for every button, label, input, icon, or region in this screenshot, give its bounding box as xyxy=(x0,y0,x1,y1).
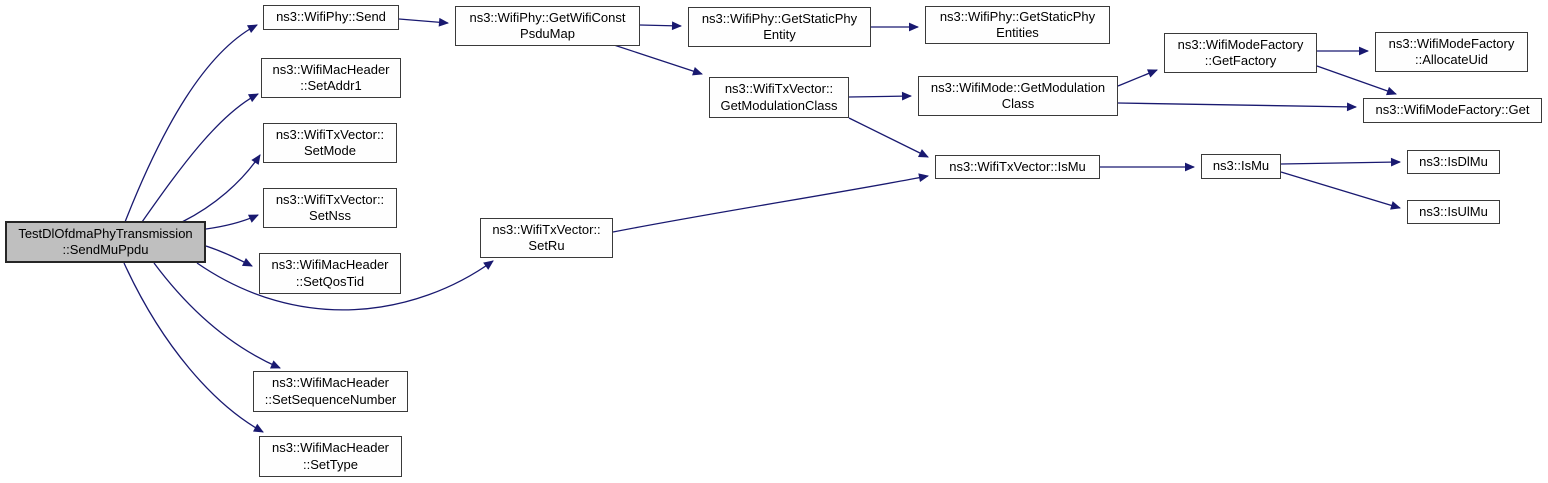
node-label: ns3::WifiMode::GetModulation Class xyxy=(930,79,1106,112)
node-wifimodefactory-get-factory[interactable]: ns3::WifiModeFactory ::GetFactory xyxy=(1164,33,1317,73)
node-label: ns3::WifiMacHeader ::SetAddr1 xyxy=(272,61,390,94)
node-is-ul-mu[interactable]: ns3::IsUlMu xyxy=(1407,200,1500,224)
node-label: ns3::WifiTxVector:: GetModulationClass xyxy=(720,81,838,113)
node-wifimacheader-set-sequence-number[interactable]: ns3::WifiMacHeader ::SetSequenceNumber xyxy=(253,371,408,412)
node-is-mu[interactable]: ns3::IsMu xyxy=(1201,154,1281,179)
edge-root-set-addr1 xyxy=(141,93,259,223)
node-wifimodefactory-allocate-uid[interactable]: ns3::WifiModeFactory ::AllocateUid xyxy=(1375,32,1528,72)
node-wifitxvector-set-nss[interactable]: ns3::WifiTxVector:: SetNss xyxy=(263,188,397,228)
node-wifiphy-get-static-phy-entity[interactable]: ns3::WifiPhy::GetStaticPhy Entity xyxy=(688,7,871,47)
node-label: ns3::WifiPhy::Send xyxy=(276,9,386,25)
node-label: ns3::WifiModeFactory ::GetFactory xyxy=(1177,36,1304,69)
node-label: ns3::WifiMacHeader ::SetQosTid xyxy=(271,257,389,289)
node-wifimacheader-set-addr1[interactable]: ns3::WifiMacHeader ::SetAddr1 xyxy=(261,58,401,98)
node-wifitxvector-set-mode[interactable]: ns3::WifiTxVector:: SetMode xyxy=(263,123,397,163)
edge-root-set-sequence-number xyxy=(153,262,281,369)
node-wifiphy-get-wifi-const-psdu-map[interactable]: ns3::WifiPhy::GetWifiConst PsduMap xyxy=(455,6,640,46)
edge-psdu-map-txvector-get-modulation-class xyxy=(613,44,703,76)
node-wifitxvector-is-mu[interactable]: ns3::WifiTxVector::IsMu xyxy=(935,155,1100,179)
node-wifitxvector-get-modulation-class[interactable]: ns3::WifiTxVector:: GetModulationClass xyxy=(709,77,849,118)
node-label: ns3::WifiMacHeader ::SetSequenceNumber xyxy=(264,375,397,407)
node-wifimode-get-modulation-class[interactable]: ns3::WifiMode::GetModulation Class xyxy=(918,76,1118,116)
edge-root-set-mode xyxy=(181,154,261,223)
edge-set-ru-txvector-is-mu xyxy=(612,173,929,233)
node-wifitxvector-set-ru[interactable]: ns3::WifiTxVector:: SetRu xyxy=(480,218,613,258)
node-label: ns3::IsUlMu xyxy=(1419,203,1488,219)
node-label: ns3::WifiPhy::GetStaticPhy Entity xyxy=(701,10,858,43)
node-label: ns3::WifiPhy::GetWifiConst PsduMap xyxy=(469,9,626,42)
edge-root-set-nss xyxy=(205,214,259,230)
node-label: ns3::WifiTxVector::IsMu xyxy=(949,158,1086,174)
edge-root-set-qos-tid xyxy=(205,245,253,267)
node-wifimacheader-set-type[interactable]: ns3::WifiMacHeader ::SetType xyxy=(259,436,402,477)
node-label: ns3::IsDlMu xyxy=(1419,153,1488,169)
node-label: ns3::WifiModeFactory ::AllocateUid xyxy=(1388,35,1515,68)
edge-root-set-type xyxy=(123,262,264,433)
node-wifiphy-send[interactable]: ns3::WifiPhy::Send xyxy=(263,5,399,30)
edge-wifimode-getmod-factory-get xyxy=(1117,102,1357,112)
node-label: ns3::WifiTxVector:: SetMode xyxy=(275,126,385,159)
node-label: ns3::WifiTxVector:: SetNss xyxy=(275,191,385,224)
node-is-dl-mu[interactable]: ns3::IsDlMu xyxy=(1407,150,1500,174)
node-label: ns3::WifiMacHeader ::SetType xyxy=(271,440,390,472)
edge-send-get-wifi-const-psdu-map xyxy=(398,17,449,27)
node-wifimodefactory-get[interactable]: ns3::WifiModeFactory::Get xyxy=(1363,98,1542,123)
node-label: ns3::WifiTxVector:: SetRu xyxy=(492,221,601,254)
edge-is-mu-is-ul-mu xyxy=(1280,171,1401,210)
node-wifiphy-get-static-phy-entities[interactable]: ns3::WifiPhy::GetStaticPhy Entities xyxy=(925,6,1110,44)
edge-is-mu-is-dl-mu xyxy=(1280,157,1401,167)
edge-root-send xyxy=(124,24,258,223)
edge-txvector-getmod-wifimode-getmod xyxy=(848,91,912,101)
node-root-send-mu-ppdu: TestDlOfdmaPhyTransmission ::SendMuPpdu xyxy=(5,221,206,263)
edge-root-set-ru xyxy=(196,260,494,311)
edge-get-factory-factory-get xyxy=(1316,65,1397,96)
node-label: ns3::WifiPhy::GetStaticPhy Entities xyxy=(939,8,1096,41)
node-label: TestDlOfdmaPhyTransmission ::SendMuPpdu xyxy=(18,225,193,258)
edge-psdu-map-get-static-phy-entity xyxy=(639,21,682,31)
edge-wifimode-getmod-get-factory xyxy=(1117,69,1158,87)
node-label: ns3::WifiModeFactory::Get xyxy=(1375,102,1530,118)
node-wifimacheader-set-qos-tid[interactable]: ns3::WifiMacHeader ::SetQosTid xyxy=(259,253,401,294)
edge-txvector-getmod-txvector-is-mu xyxy=(848,117,929,158)
node-label: ns3::IsMu xyxy=(1212,158,1270,174)
